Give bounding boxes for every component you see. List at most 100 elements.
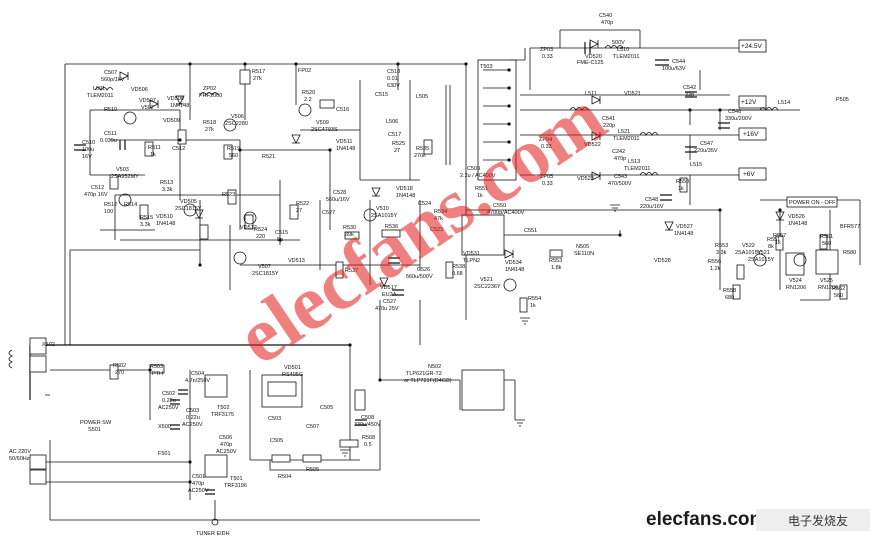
label-c517: C517 bbox=[388, 132, 401, 138]
label-r554: R554 bbox=[528, 296, 541, 302]
label-c543v: 470/500V bbox=[608, 181, 632, 187]
label-r522v: 27 bbox=[296, 208, 302, 214]
label-r503v: PTH bbox=[152, 371, 163, 377]
vd501-inner bbox=[267, 381, 297, 397]
label-vd520: VD520 bbox=[585, 54, 602, 60]
label-r502: R502 bbox=[113, 363, 126, 369]
label-c505: C505 bbox=[320, 405, 333, 411]
label-r558v: 680 bbox=[725, 295, 734, 301]
r502-box bbox=[109, 364, 119, 380]
label-fp02: FP02 bbox=[298, 68, 311, 74]
label-c512b: C512 bbox=[91, 185, 104, 191]
label-r505: R505 bbox=[306, 467, 319, 473]
label-r522: R522 bbox=[296, 201, 309, 207]
label-r556: R556 bbox=[708, 259, 721, 265]
label-r557v: 1k bbox=[775, 240, 781, 246]
label-p505: P505 bbox=[836, 97, 849, 103]
label-c551: C551 bbox=[524, 228, 537, 234]
label-c528: C528 bbox=[333, 190, 346, 196]
label-vd520v: FME-C125 bbox=[577, 60, 604, 66]
n502-box bbox=[461, 369, 505, 411]
label-t502: T502 bbox=[217, 405, 230, 411]
label-c515: C515 bbox=[375, 92, 388, 98]
label-v509: V509 bbox=[316, 120, 329, 126]
label-r538v: 0.68 bbox=[452, 271, 463, 277]
r530-box bbox=[344, 231, 360, 240]
label-vd512: VD512 bbox=[240, 225, 257, 231]
label-vd509: VD509 bbox=[163, 118, 180, 124]
label-c527: C527 bbox=[322, 210, 335, 216]
label-v510v: 2SA1015Y bbox=[371, 213, 398, 219]
label-l510v: TLEM2011 bbox=[613, 54, 640, 60]
label-r580: R580 bbox=[843, 250, 856, 256]
r553b-box bbox=[549, 249, 563, 258]
label-r512: R512 bbox=[104, 202, 117, 208]
r561-box bbox=[819, 234, 828, 250]
label-r517v: 27k bbox=[253, 76, 262, 82]
label-s501: S501 bbox=[88, 427, 101, 433]
label-r517: R517 bbox=[252, 69, 265, 75]
label-r551: R551 bbox=[767, 237, 780, 243]
label-r518: R518 bbox=[203, 120, 216, 126]
label-c550: C550 bbox=[493, 203, 506, 209]
label-r536: R536 bbox=[385, 224, 398, 230]
label-r511: R511 bbox=[148, 145, 161, 151]
r522-box bbox=[289, 204, 299, 220]
label-c501: C501 bbox=[192, 474, 205, 480]
label-r558: R558 bbox=[723, 288, 736, 294]
r517-box bbox=[239, 69, 251, 85]
label-v524: V524 bbox=[789, 278, 802, 284]
label-r504: R504 bbox=[278, 474, 291, 480]
label-r537: R537 bbox=[345, 268, 358, 274]
label-r530v: 39k bbox=[345, 232, 354, 238]
label-r525v: 27 bbox=[394, 148, 400, 154]
label-c508v: 330u/450V bbox=[354, 422, 381, 428]
label-c507: C507 bbox=[104, 70, 117, 76]
label-c503v2: AC250V bbox=[182, 422, 203, 428]
label-vd534v: 1N4148 bbox=[505, 267, 524, 273]
label-v506: V506 bbox=[231, 114, 244, 120]
r537-box bbox=[335, 261, 344, 279]
r519-box bbox=[223, 144, 233, 160]
label-vd527: VD527 bbox=[676, 224, 693, 230]
label-r510: R510 bbox=[104, 107, 117, 113]
label-supply16: +16V bbox=[743, 131, 759, 138]
label-c501v: 470p bbox=[192, 481, 204, 487]
label-c515bv: 5p bbox=[277, 237, 283, 243]
label-vd531v: TLPN2 bbox=[463, 258, 480, 264]
label-zp03v: 0.33 bbox=[542, 54, 553, 60]
label-vd526v: 1N4148 bbox=[788, 221, 807, 227]
label-c541: C541 bbox=[602, 116, 615, 122]
label-vd505: VD505 bbox=[180, 199, 197, 205]
label-r551v: 8k bbox=[768, 244, 774, 250]
label-supply24: +24.5V bbox=[741, 43, 762, 50]
label-r561v: 560 bbox=[822, 241, 831, 247]
label-r514: R514 bbox=[124, 202, 137, 208]
label-r515: R515 bbox=[140, 215, 153, 221]
label-r513: R513 bbox=[160, 180, 173, 186]
label-v525: V525 bbox=[820, 278, 833, 284]
x502-pin2 bbox=[29, 355, 47, 373]
label-l513: L513 bbox=[628, 159, 640, 165]
label-c523: C523 bbox=[430, 227, 443, 233]
label-vd513: VD513 bbox=[288, 258, 305, 264]
label-vd517: VD517 bbox=[380, 285, 397, 291]
label-r554v: 1k bbox=[530, 303, 536, 309]
label-c511v: 0.039u bbox=[100, 138, 117, 144]
x502-pin1 bbox=[29, 337, 47, 355]
label-r524: R524 bbox=[254, 227, 267, 233]
label-r502v: 270 bbox=[115, 370, 124, 376]
label-c509: C509 bbox=[467, 166, 480, 172]
label-vd511v: 1N4148 bbox=[336, 146, 355, 152]
label-l506: L506 bbox=[386, 119, 398, 125]
label-r534v: 47k bbox=[434, 216, 443, 222]
label-r535: R535 bbox=[416, 146, 429, 152]
label-v521bv: 2SC2236Y bbox=[474, 284, 501, 290]
r525-box bbox=[227, 189, 237, 205]
label-c506v: 470p bbox=[220, 442, 232, 448]
label-c547v: 220u/35V bbox=[694, 148, 718, 154]
r508-box bbox=[339, 439, 359, 448]
terminal-12v bbox=[738, 95, 767, 109]
